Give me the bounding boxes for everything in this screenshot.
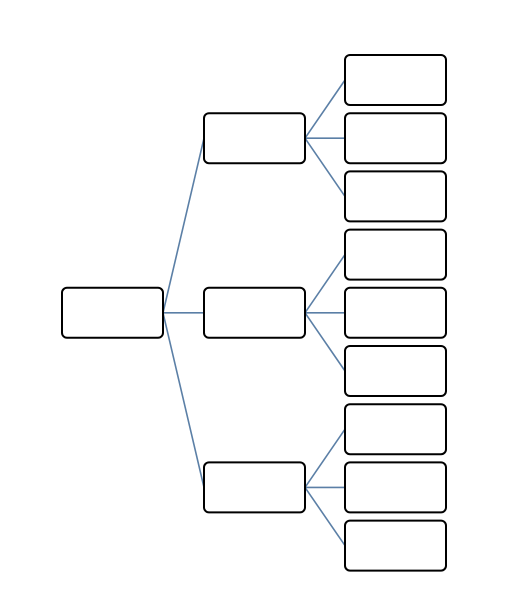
node-branch-3[interactable] — [203, 461, 306, 514]
node-leaf-1-1[interactable] — [344, 54, 447, 106]
node-box-leaf-3-3[interactable] — [344, 519, 447, 572]
node-leaf-1-2[interactable] — [344, 112, 447, 165]
node-box-root[interactable] — [61, 286, 164, 339]
node-box-leaf-2-2[interactable] — [344, 286, 447, 339]
node-box-leaf-3-1[interactable] — [344, 403, 447, 456]
connector-branch-1-leaf-1-1 — [304, 79, 346, 139]
node-leaf-3-3[interactable] — [344, 519, 447, 572]
node-box-leaf-1-2[interactable] — [344, 112, 447, 165]
node-leaf-3-1[interactable] — [344, 403, 447, 456]
node-leaf-2-2[interactable] — [344, 286, 447, 339]
connector-branch-2-leaf-2-3 — [304, 312, 346, 372]
nodes — [61, 54, 447, 572]
node-branch-2[interactable] — [203, 286, 306, 339]
node-box-leaf-3-2[interactable] — [344, 461, 447, 514]
node-box-leaf-2-3[interactable] — [344, 345, 447, 397]
node-box-leaf-1-1[interactable] — [344, 54, 447, 106]
connector-branch-2-leaf-2-1 — [304, 254, 346, 314]
connector-branch-3-leaf-3-3 — [304, 486, 346, 547]
node-box-branch-1[interactable] — [203, 112, 306, 165]
node-root[interactable] — [61, 286, 164, 339]
node-box-leaf-1-3[interactable] — [344, 170, 447, 223]
connector-root-branch-3 — [162, 312, 205, 488]
node-box-branch-2[interactable] — [203, 286, 306, 339]
connectors — [162, 79, 346, 547]
node-branch-1[interactable] — [203, 112, 306, 165]
node-box-leaf-2-1[interactable] — [344, 228, 447, 281]
connector-branch-1-leaf-1-3 — [304, 137, 346, 197]
connector-branch-3-leaf-3-1 — [304, 428, 346, 488]
node-leaf-3-2[interactable] — [344, 461, 447, 514]
node-leaf-2-1[interactable] — [344, 228, 447, 281]
node-box-branch-3[interactable] — [203, 461, 306, 514]
node-leaf-1-3[interactable] — [344, 170, 447, 223]
connector-root-branch-1 — [162, 138, 205, 313]
node-leaf-2-3[interactable] — [344, 345, 447, 397]
